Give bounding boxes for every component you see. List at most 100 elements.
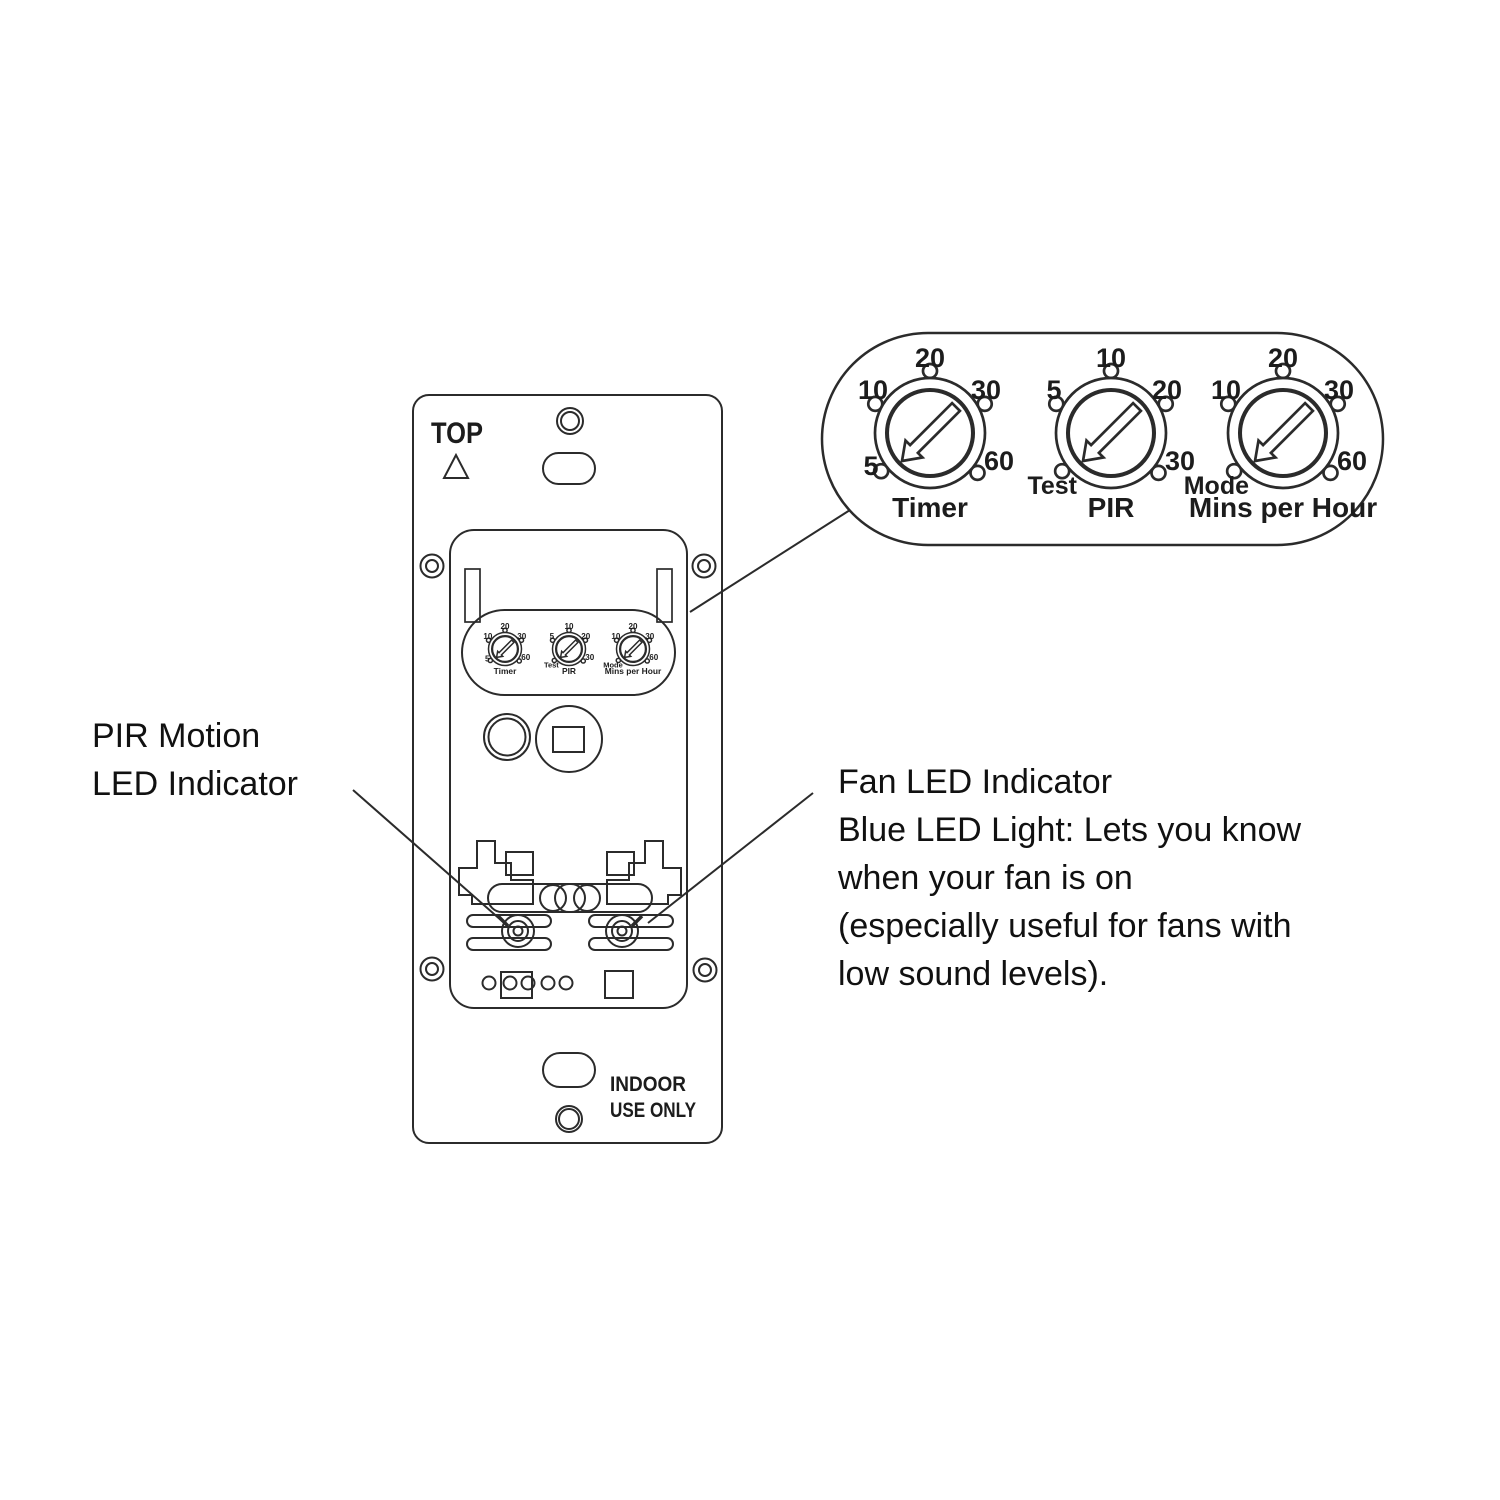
dial-tick-lower-left: 5 [485,655,490,664]
dial-tick-lower-right: 30 [585,653,595,662]
dial-tick-top: 20 [628,622,638,631]
note-line: LED Indicator [92,765,298,803]
top-arrow-icon [442,452,470,479]
dial-tick-upper-left: 5 [1046,375,1061,405]
dial-tick-upper-right: 30 [1324,375,1354,405]
dial-tick-upper-left: 10 [1211,375,1241,405]
dial-name-label: Timer [494,666,517,676]
screw-inner [697,559,711,573]
panel-screws [419,553,718,983]
dial-notch [1053,462,1071,480]
indoor-use-label-line1: INDOOR [610,1073,686,1096]
callout-bubble [820,331,1385,547]
pir-motion-led-ring [507,920,529,942]
switch-pivot [539,884,567,912]
dial-notch [1225,462,1243,480]
fan-led [605,914,639,948]
switch-contact-block [505,851,534,876]
dial-tick-top: 10 [564,622,574,631]
dial-pointer-arrow-icon [495,638,516,659]
screw-icon [419,553,445,579]
switch-mechanism-right [554,840,682,951]
bottom-screw-icon [555,1105,583,1133]
screw-inner [425,559,439,573]
switch-pivot [573,884,601,912]
dial-name-label: Timer [892,492,968,523]
dial-pointer-arrow-icon [559,638,580,659]
dial-tick-upper-left: 10 [611,632,621,641]
note-line: Blue LED Light: Lets you know [838,811,1302,849]
pir-led-leader-line [352,789,503,922]
vent-slot-left [464,568,481,623]
dial-tick-lower-left: 5 [863,451,878,481]
contact-arm [466,937,552,951]
dial-name-label: PIR [1088,492,1135,523]
dial-name-label: PIR [562,666,576,676]
pin-hole [520,975,536,991]
pin-hole [502,975,518,991]
contact-arm [588,937,674,951]
indoor-use-label-line2: USE ONLY [610,1099,696,1122]
dial-tick-top: 20 [500,622,510,631]
dial-word-label: Mode [603,660,623,669]
dial-pointer-arrow-icon [623,638,644,659]
round-button [535,705,603,773]
dial-tick-top: 20 [915,343,945,373]
screw-inner [425,962,439,976]
dial-tick-upper-right: 30 [517,632,527,641]
pir-sensor-lens [483,713,531,761]
dial-notch [969,464,986,482]
dial-cluster-outline [461,609,676,696]
pin-hole [540,975,556,991]
dial-knob [618,634,648,664]
bottom-mount-slot [542,1052,596,1088]
dial-tick-lower-right: 60 [521,653,531,662]
dial-knob [884,387,976,479]
dial-pointer-arrow-icon [1081,401,1143,463]
switch-rocker [487,883,586,913]
callout-leader-line [689,509,851,613]
dial-tick-upper-left: 5 [550,632,555,641]
dial-name-label: Mins per Hour [1189,492,1377,523]
inner-panel [449,529,688,1009]
dial-tick-top: 20 [1268,343,1298,373]
top-screw-inner [560,411,580,431]
pir-sensor-lens-inner [487,717,527,757]
dial-tick-upper-left: 10 [858,375,888,405]
dial-tick-upper-right: 30 [971,375,1001,405]
screw-inner [698,963,712,977]
note-line: PIR Motion [92,717,261,755]
dial-name-label: Mins per Hour [605,666,662,676]
dial-tick-upper-right: 20 [1152,375,1182,405]
device-plate [412,394,723,1144]
fan-led-leader-line [647,792,814,924]
dial-notch [1150,464,1167,482]
dial-knob [1065,387,1157,479]
note-line: Fan LED Indicator [838,763,1113,801]
round-button-window [552,726,585,753]
connector-row [481,970,634,999]
dial-tick-top: 10 [1096,343,1126,373]
screw-icon [419,956,445,982]
contact-tick [630,914,644,928]
screw-icon [692,957,718,983]
pin-hole [481,975,497,991]
dial-word-label: Mode [1184,472,1249,500]
fan-led-core [616,925,628,937]
dial-knob [1237,387,1329,479]
switch-rocker [554,883,653,913]
dial-tick-lower-right: 60 [649,653,659,662]
dial-notch [1322,464,1339,482]
